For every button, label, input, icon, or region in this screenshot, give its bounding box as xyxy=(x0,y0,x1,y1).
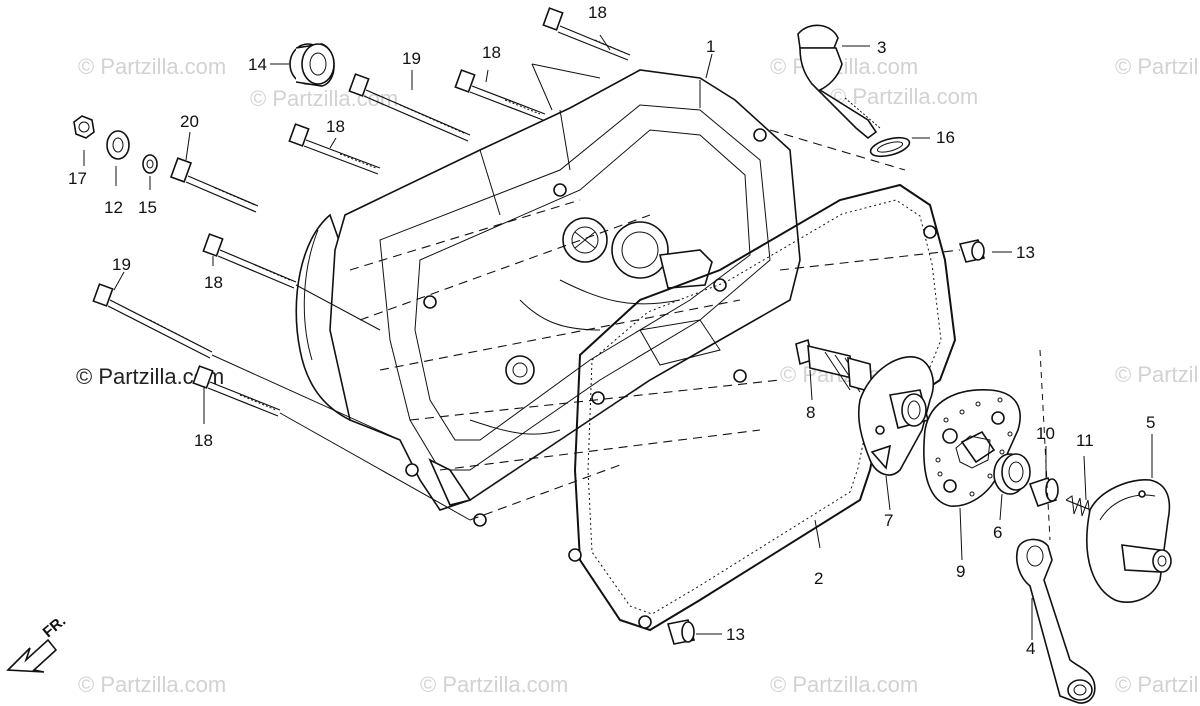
callout-16: 16 xyxy=(936,128,955,147)
callout-labels: 1 2 3 4 5 6 7 8 9 10 11 12 13 13 14 15 1… xyxy=(68,3,1155,658)
callout-19-lower: 19 xyxy=(112,255,131,274)
callout-11: 11 xyxy=(1076,431,1094,450)
alignment-lines xyxy=(349,129,961,521)
watermark-text: © Partzilla.com xyxy=(770,54,918,79)
callout-13-upper: 13 xyxy=(1016,243,1035,262)
callout-10: 10 xyxy=(1036,424,1055,443)
stud-8 xyxy=(795,338,873,395)
bolt-18-left xyxy=(202,233,297,289)
callout-6: 6 xyxy=(993,523,1002,542)
lifter-arm-4 xyxy=(1015,538,1096,704)
front-direction-arrow: FR. xyxy=(6,613,69,673)
bearing-14 xyxy=(289,43,335,87)
dowel-13-upper xyxy=(958,239,986,263)
callout-20: 20 xyxy=(180,112,199,131)
callout-18-top: 18 xyxy=(588,3,607,22)
lifter-cam-5 xyxy=(1086,479,1172,604)
bolt-19-upper xyxy=(348,73,471,142)
callout-15: 15 xyxy=(138,198,157,217)
pin-10 xyxy=(1028,476,1059,508)
callout-9: 9 xyxy=(956,562,965,581)
bolt-19-lower xyxy=(92,283,213,359)
watermark-text: © Partzilla.com xyxy=(1115,54,1200,79)
washer-15 xyxy=(142,154,158,174)
clutch-lifter-assembly xyxy=(795,338,1172,704)
bearing-6 xyxy=(993,453,1031,495)
callout-18-left: 18 xyxy=(204,273,223,292)
dowel-pins xyxy=(666,239,986,645)
callout-3: 3 xyxy=(877,38,886,57)
watermark-text: © Partzilla.com xyxy=(420,672,568,697)
callout-18-upper: 18 xyxy=(482,43,501,62)
callout-8: 8 xyxy=(806,403,815,422)
o-ring-16 xyxy=(869,136,911,158)
callout-12: 12 xyxy=(104,198,123,217)
callout-2: 2 xyxy=(814,569,823,588)
callout-14: 14 xyxy=(248,55,267,74)
callout-13-lower: 13 xyxy=(726,625,745,644)
callout-5: 5 xyxy=(1146,413,1155,432)
callout-4: 4 xyxy=(1026,639,1035,658)
bolt-18-upper xyxy=(454,69,546,121)
bolt-18-middle xyxy=(288,123,381,175)
front-label: FR. xyxy=(40,613,69,642)
callout-1: 1 xyxy=(706,37,715,56)
watermark-text: © Partzilla.com xyxy=(1115,362,1200,387)
watermark-text: © Partzilla.com xyxy=(78,54,226,79)
lifter-plate-7 xyxy=(857,356,934,476)
nut-17 xyxy=(73,115,95,139)
callout-19-upper: 19 xyxy=(402,49,421,68)
bolt-18-top xyxy=(542,7,631,61)
right-crankcase-cover xyxy=(295,69,801,527)
bolts xyxy=(92,7,631,521)
callout-17: 17 xyxy=(68,169,87,188)
bolt-20 xyxy=(169,157,259,213)
watermark-text: © Partzilla.com xyxy=(830,84,978,109)
watermark-text: © Partzilla.com xyxy=(1115,672,1200,697)
callout-7: 7 xyxy=(884,511,893,530)
oil-filler-cap xyxy=(797,24,911,158)
watermark-text: © Partzilla.com xyxy=(78,672,226,697)
watermark-text: © Partzilla.com xyxy=(250,86,398,111)
watermark-text: © Partzilla.com xyxy=(770,672,918,697)
small-hardware xyxy=(73,43,335,174)
bolt-18-lower xyxy=(192,365,281,417)
washer-12 xyxy=(106,130,130,160)
dowel-13-lower xyxy=(666,619,696,645)
callout-18-middle: 18 xyxy=(326,117,345,136)
callout-18-bottom: 18 xyxy=(194,431,213,450)
leader-lines xyxy=(83,34,1153,640)
